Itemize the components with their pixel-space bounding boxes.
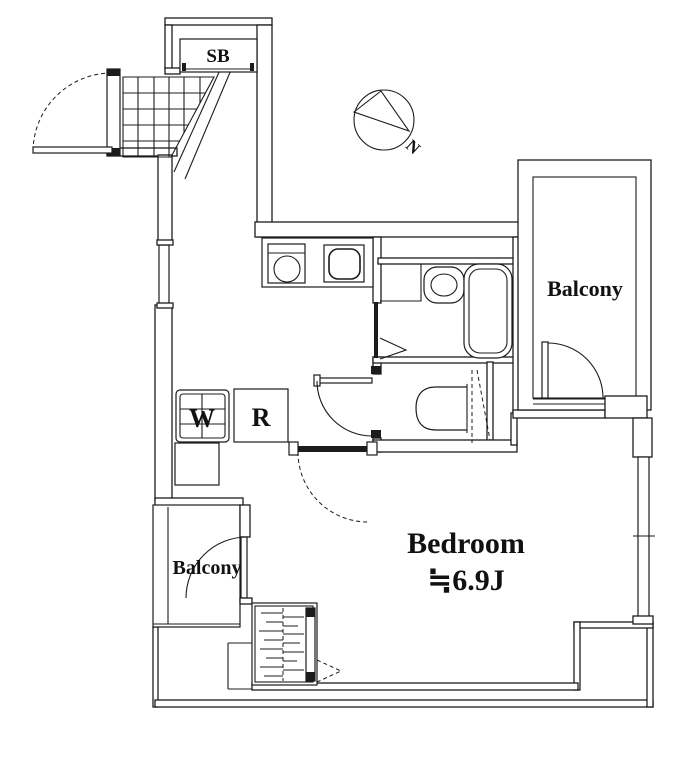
refrigerator-space [233,388,289,443]
bathroom [374,263,513,360]
compass-north-arrow [352,90,411,133]
stove-unit [267,243,306,284]
entrance-door-swing-arc [32,72,113,153]
balcony-threshold [533,398,605,405]
toilet-door-leaf [316,377,373,384]
toilet-door-swing-arc [316,380,373,437]
toilet-dashed-diagonal [476,369,491,441]
bathtub [463,263,513,359]
shoe-box [179,38,258,73]
bedroom-area-label: ≒6.9J [427,564,505,597]
bedroom-door-jamb [288,441,299,456]
genkan-tile-grid [123,77,214,157]
kitchen-counter [261,237,374,288]
bedroom-door [288,441,378,523]
shoe-box-label: SB [206,46,230,67]
washing-machine-label: W [189,404,215,433]
labels: SB Balcony W R Balcony Bedroom ≒6.9J [173,46,623,597]
toilet-door-jamb [371,366,381,374]
entrance-door-jamb [106,68,121,156]
balcony-left-door-swing-arc [185,536,248,599]
closet [251,602,343,686]
bedroom-door-leaf [298,446,367,452]
toilet-door-jamb [371,430,381,438]
balcony-right-door-leaf [541,341,549,399]
balcony-left-label: Balcony [173,557,242,579]
window-glass [158,244,170,305]
entrance-step-line [173,69,221,173]
compass-north-label: N [402,136,424,159]
toilet-bowl [415,386,467,431]
balcony-right-door-swing-arc [547,342,604,399]
bedroom-door-swing-arc [297,451,369,523]
balcony-right-label: Balcony [547,276,623,301]
balcony-right [517,159,652,419]
hall-window [156,239,174,309]
balcony-left [152,504,253,628]
bathtub-inner [468,268,508,354]
wash-basin [423,266,465,304]
vanity-counter [380,264,422,302]
bathroom-folding-door [374,302,378,358]
closet-folding-door-symbol [316,659,343,683]
closet-door [305,607,316,682]
kitchen-sink-basin [328,248,361,280]
compass-circle [353,89,415,151]
entrance [32,38,258,180]
window-glass [637,456,650,621]
wash-basin-bowl [430,273,458,297]
toilet-room [313,366,491,443]
bedroom-window [632,417,655,625]
entrance-step-line [184,69,232,180]
bedroom-name-label: Bedroom [407,527,525,560]
hanger-icons [259,612,304,677]
storage-box [174,442,220,486]
bedroom-door-jamb [366,441,378,456]
compass: N [352,89,424,159]
bathroom-folding-door-symbol [379,337,408,360]
balcony-right-floor [532,176,637,399]
refrigerator-label: R [252,403,271,432]
appliance-spaces [174,388,289,486]
balcony-left-door-leaf [240,536,248,599]
entrance-door-leaf [32,146,113,154]
stove-burner-icon [273,255,301,283]
